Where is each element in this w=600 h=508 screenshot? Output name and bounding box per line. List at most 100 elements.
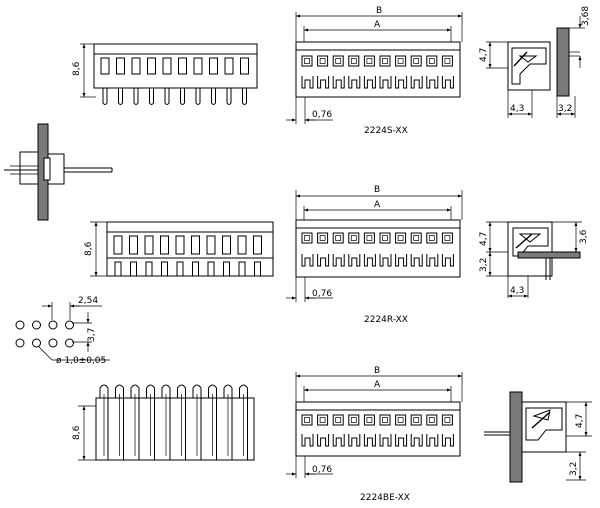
panel-side-view [4, 123, 113, 221]
contact-hook [395, 76, 408, 89]
dim-height-r: 4,7 [479, 232, 489, 246]
front-pin [239, 384, 248, 460]
contact-square-inner [428, 235, 435, 241]
pcb-hole [32, 338, 41, 348]
front-slot [254, 261, 261, 277]
model-label-2224be: 2224BE-XX [360, 493, 410, 503]
dim-a-be: A [374, 380, 381, 390]
contact-hook [332, 434, 345, 447]
pcb-hole [65, 338, 74, 348]
front-slot [222, 235, 231, 255]
pcb-hole-pattern: 2,54 3,7 ø 1,0±0,05 [15, 296, 110, 366]
contact-square [410, 55, 422, 67]
contact-square [426, 232, 438, 244]
contact-hook [332, 254, 345, 267]
contact-hook [317, 254, 330, 267]
contact-square [348, 414, 360, 426]
dim-height-86-r: 8,6 [84, 241, 94, 256]
contact-hook [301, 434, 314, 447]
contact-square [317, 414, 329, 426]
contact-square [363, 232, 375, 244]
pcb-hole [15, 338, 25, 348]
side-view-2224be: 4,7 3,2 [484, 391, 592, 483]
contact-hook [426, 254, 439, 267]
contact-square [301, 414, 313, 426]
dim-height-be: 4,7 [575, 414, 585, 428]
front-slot [178, 57, 187, 75]
contact-square-inner [350, 235, 357, 241]
contact-hook [348, 76, 361, 89]
front-view-2224s: 8,6 [72, 43, 258, 105]
dim-a-s: A [374, 20, 381, 30]
contact-square [426, 55, 438, 67]
dim-tail-be: 3,2 [569, 462, 579, 476]
section-2224r: 8,6 B A 0,76 2224R-XX [84, 185, 589, 325]
front-pin [133, 88, 139, 105]
contact-hook [410, 76, 423, 89]
front-slot [100, 57, 110, 75]
pcb-hole [48, 338, 58, 348]
pcb-hole [15, 320, 25, 330]
front-slot [147, 57, 156, 75]
contact-square [348, 232, 360, 244]
front-pin [242, 88, 247, 105]
dim-pin-width-s: 0,76 [312, 110, 332, 120]
contact-square-inner [366, 417, 373, 423]
contact-square-inner [428, 417, 435, 423]
model-label-2224s: 2224S-XX [364, 126, 408, 136]
contact-square [301, 232, 313, 244]
contact-square-inner [350, 417, 357, 423]
contact-square-inner [397, 235, 404, 241]
front-slot [191, 235, 200, 255]
front-slot [162, 57, 172, 75]
front-slot [145, 261, 153, 277]
front-pin [149, 88, 154, 105]
front-slot [160, 235, 169, 255]
dim-tail-s: 3,2 [558, 104, 572, 114]
contact-square-inner [304, 235, 310, 241]
contact-hook [410, 254, 423, 267]
pcb-hole [65, 320, 74, 330]
contact-square-inner [319, 58, 326, 64]
model-label-2224r: 2224R-XX [364, 315, 408, 325]
contact-hook [395, 254, 408, 267]
contact-hook [441, 254, 454, 267]
contact-hook [441, 76, 454, 89]
dim-height-86-s: 8,6 [72, 61, 82, 76]
dim-depth-r: 4,3 [510, 286, 524, 296]
front-slot [131, 57, 141, 75]
contact-hook [410, 434, 423, 447]
front-slot [253, 235, 262, 255]
contact-square-inner [304, 417, 310, 423]
contact-hook [395, 434, 408, 447]
contact-square-inner [319, 417, 326, 423]
contact-hook [379, 254, 392, 267]
front-slot [224, 57, 234, 75]
contact-square [301, 55, 313, 67]
contact-square-inner [413, 417, 420, 423]
dim-b-r: B [374, 185, 380, 195]
dim-hole-diameter: ø 1,0±0,05 [56, 356, 106, 366]
contact-square [410, 414, 422, 426]
contact-square [332, 414, 344, 426]
contact-hook [301, 254, 314, 267]
contact-hook [348, 254, 361, 267]
contact-square [441, 232, 453, 244]
front-slot [144, 235, 154, 255]
contact-square-inner [382, 417, 388, 423]
contact-square-inner [413, 235, 420, 241]
contact-square [379, 414, 391, 426]
contact-hook [426, 76, 439, 89]
dim-depth-s: 4,3 [510, 104, 524, 114]
front-slot [130, 261, 137, 277]
front-pin [130, 384, 140, 460]
dim-pin-width-r: 0,76 [312, 289, 332, 299]
front-pin [226, 88, 232, 105]
contact-square-inner [428, 58, 435, 64]
pcb-hole [48, 320, 58, 330]
front-view-2224r: 8,6 [84, 221, 274, 277]
front-pin [180, 88, 185, 105]
dim-height-s: 4,7 [479, 48, 489, 62]
side-view-2224s: 3,68 4,7 4,3 3,2 [479, 6, 591, 118]
front-slot [175, 235, 185, 255]
